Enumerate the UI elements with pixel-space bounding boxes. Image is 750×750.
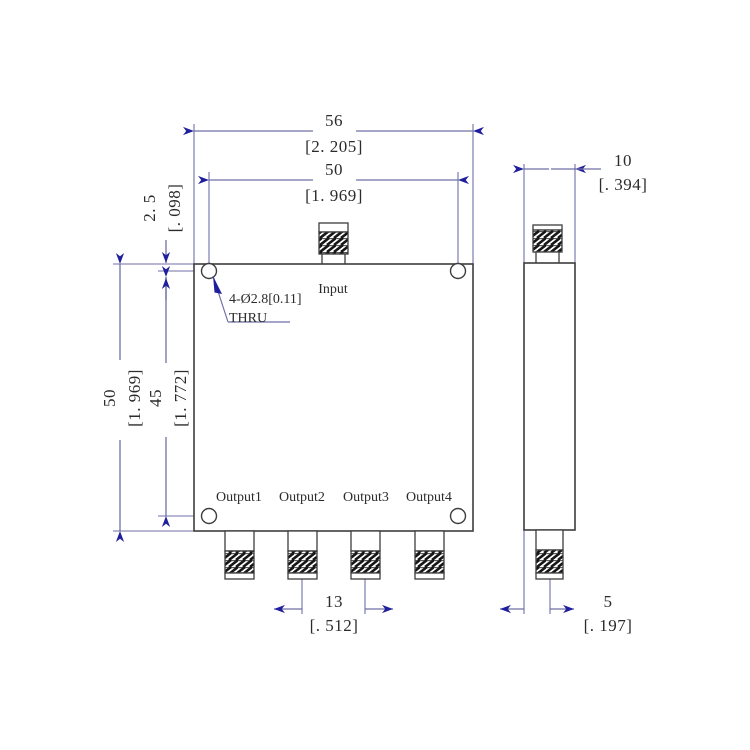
side-body-outline — [523, 262, 576, 531]
output-connector-3 — [350, 530, 381, 580]
output-connector-1 — [224, 530, 255, 580]
dim-output-spacing: 13 [. 512] — [274, 592, 393, 635]
dim-hole-pitch-width-bracket: [1. 969] — [305, 186, 363, 205]
dim-overall-height-bracket: [1. 969] — [125, 369, 144, 427]
side-view-group: 10 [. 394] 5 [. 197] — [500, 151, 647, 635]
dim-output-spacing-bracket: [. 512] — [310, 616, 359, 635]
hole-callout: 4-Ø2.8[0.11] THRU — [212, 275, 302, 326]
dim-body-thickness-bracket: [. 394] — [599, 175, 648, 194]
dim-body-thickness: 10 [. 394] — [513, 151, 648, 194]
input-port-label: Input — [318, 282, 348, 297]
dim-overall-width-value: 56 — [325, 111, 343, 130]
side-input-connector — [532, 224, 563, 265]
dim-top-edge-offset-value: 2. 5 — [140, 194, 159, 222]
dim-overall-height: 50 [1. 969] — [100, 253, 144, 542]
dim-top-edge-offset: 2. 5 [. 098] — [140, 184, 184, 300]
dim-hole-pitch-width-value: 50 — [325, 160, 343, 179]
output-connectors — [224, 530, 445, 580]
dim-overall-height-value: 50 — [100, 389, 119, 407]
front-view-group: 56 [2. 205] 50 [1. 969] 50 [1. 969] — [100, 111, 484, 635]
dim-connector-width-bracket: [. 197] — [584, 616, 633, 635]
output4-label: Output4 — [406, 490, 452, 505]
mounting-holes — [200, 262, 467, 525]
mounting-hole-bottom-left — [200, 507, 218, 525]
side-output-connector — [535, 529, 564, 580]
output1-label: Output1 — [216, 490, 262, 505]
output3-label: Output3 — [343, 490, 389, 505]
dim-connector-width-value: 5 — [604, 592, 613, 611]
dim-overall-width: 56 [2. 205] — [183, 111, 484, 156]
dim-body-thickness-value: 10 — [614, 151, 632, 170]
dim-hole-pitch-height-bracket: [1. 772] — [171, 369, 190, 427]
hole-callout-line1: 4-Ø2.8[0.11] — [229, 292, 302, 307]
front-extension-lines — [113, 124, 474, 614]
dim-hole-pitch-height: 45 [1. 772] — [146, 266, 190, 527]
output2-label: Output2 — [279, 490, 325, 505]
dim-hole-pitch-width: 50 [1. 969] — [198, 160, 469, 205]
output-connector-2 — [287, 530, 318, 580]
dim-overall-width-bracket: [2. 205] — [305, 137, 363, 156]
dim-hole-pitch-height-value: 45 — [146, 389, 165, 407]
front-body-outline — [193, 263, 474, 532]
hole-callout-line2: THRU — [229, 311, 267, 326]
dim-output-spacing-value: 13 — [325, 592, 343, 611]
mounting-hole-top-right — [449, 262, 467, 280]
mounting-hole-bottom-right — [449, 507, 467, 525]
dim-connector-width: 5 [. 197] — [500, 592, 632, 635]
input-connector — [318, 222, 349, 266]
dim-top-edge-offset-bracket: [. 098] — [165, 184, 184, 233]
output-connector-4 — [414, 530, 445, 580]
mounting-hole-top-left — [200, 262, 218, 280]
